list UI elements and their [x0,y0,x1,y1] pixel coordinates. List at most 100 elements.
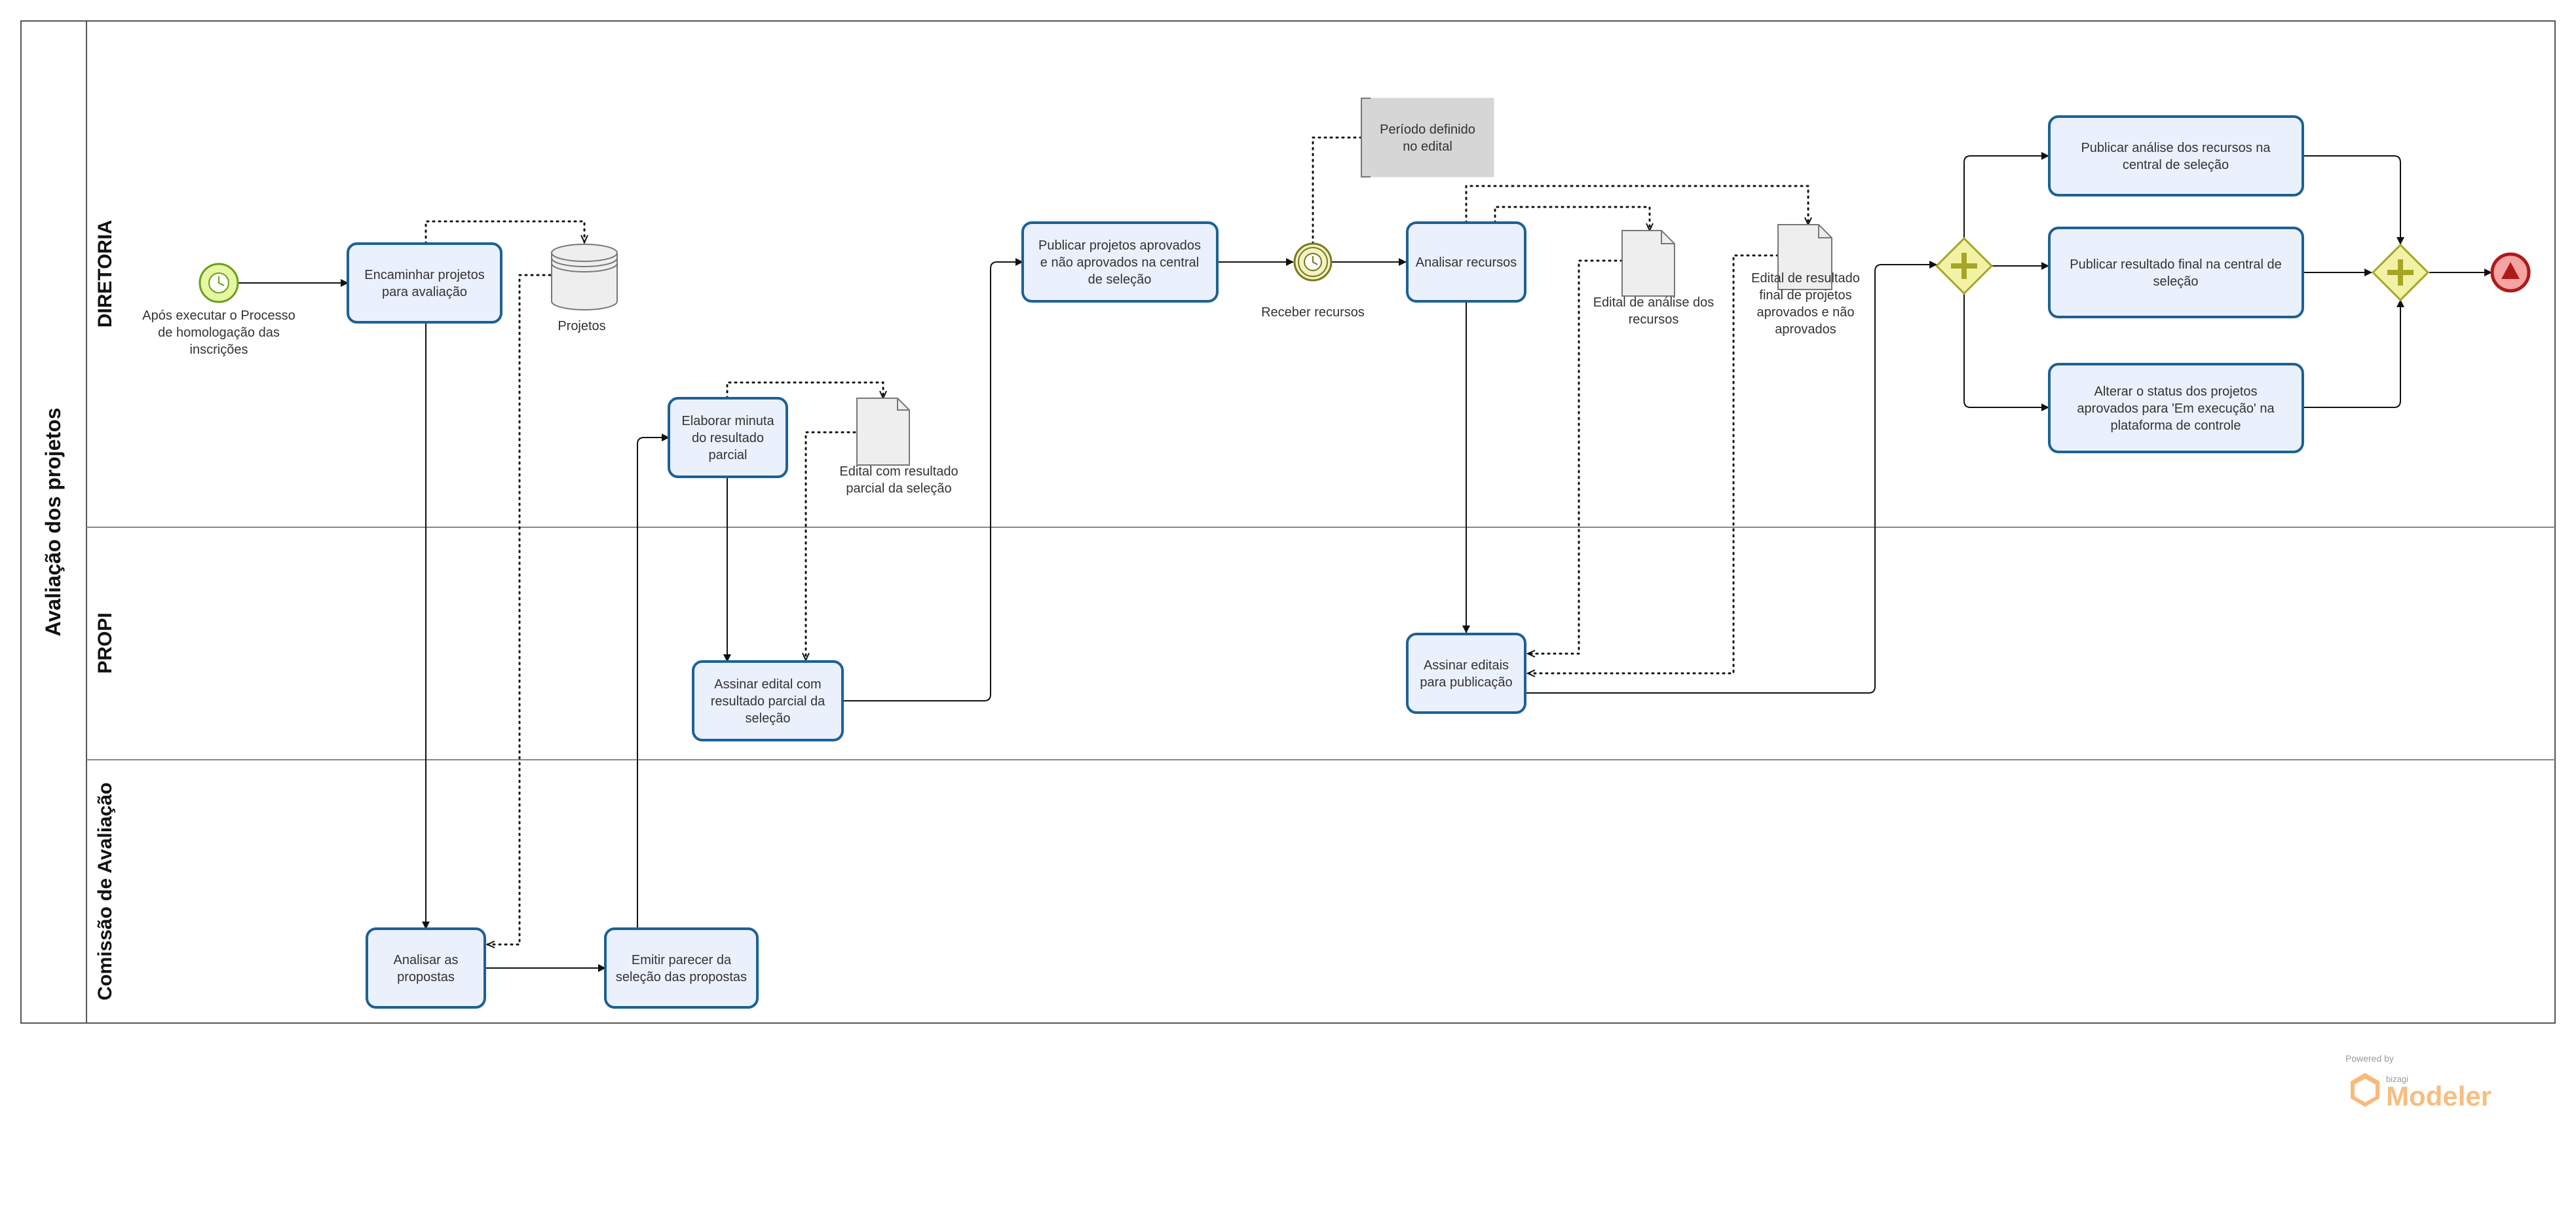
label-line: para publicação [1420,675,1512,690]
label-line: final de projetos [1759,288,1851,303]
label-line: Período definido [1380,122,1475,137]
assoc-elaborar-to-edital-parcial [726,381,883,398]
bizagi-watermark: Powered by bizagi Modeler [2345,1053,2491,1111]
clock-icon [218,276,225,286]
flow-assinar-editais-to-gateway [1525,261,1937,694]
plus-icon [2387,259,2414,286]
watermark-bizagi: bizagi [2386,1074,2408,1084]
end-event[interactable] [2490,252,2531,293]
label-line: aprovados [1775,322,1836,337]
pool-title: Avaliação dos projetos [41,407,65,636]
task-publicar-projetos[interactable]: Publicar projetos aprovados e não aprovad… [1021,221,1219,303]
assoc-edital-final-to-assinar [1528,254,1779,673]
label-line: no edital [1403,140,1452,154]
label-line: Edital de análise dos [1593,295,1714,310]
lane-title-comissao: Comissão de Avaliação [94,783,116,1001]
task-analisar-recursos-label: Analisar recursos [1416,255,1517,270]
watermark-modeler: Modeler [2386,1081,2491,1111]
task-encaminhar-projetos[interactable]: Encaminhar projetos para avaliação [347,242,502,324]
receber-recursos-timer-event[interactable] [1293,242,1333,282]
label-line: de seleção [1088,272,1152,287]
label-line: seleção [746,711,791,726]
label-line: central de seleção [2123,158,2229,172]
flow-emitir-to-elaborar [637,434,670,929]
annotation-periodo[interactable]: Período definido no edital [1361,98,1494,177]
dataobject-edital-final[interactable] [1777,224,1832,290]
flow-alterar-status-to-join [2303,299,2404,408]
start-timer-event[interactable] [199,263,239,303]
dataobject-edital-analise-label: Edital de análise dos recursos [1593,295,1714,327]
task-publicar-analise-label: Publicar análise dos recursos na central … [2081,141,2271,172]
parallel-gateway-split[interactable] [1935,236,1994,295]
label-line: Assinar edital com [714,677,821,692]
receber-recursos-label: Receber recursos [1261,305,1365,320]
label-line: do resultado [692,431,764,445]
label-line: Analisar recursos [1416,255,1517,270]
watermark-powered-by: Powered by [2345,1053,2394,1064]
flow-gateway-to-alterar-status [1963,293,2049,411]
task-assinar-edital[interactable]: Assinar edital com resultado parcial da se… [692,660,844,741]
assoc-periodo-to-receber [1312,136,1363,245]
task-analisar-propostas[interactable]: Analisar as propostas [366,927,486,1009]
label-line: plataforma de controle [2110,419,2241,433]
start-event-label: Após executar o Processo de homologação d… [142,308,295,357]
label-line: de homologação das [158,326,280,340]
label-line: Emitir parecer da [632,953,732,967]
label-line: Publicar projetos aprovados [1038,238,1201,253]
label-line: Receber recursos [1261,305,1365,320]
assoc-edital-parcial-to-assinar [806,431,856,660]
escalation-icon [2501,262,2520,279]
label-line: Após executar o Processo [142,308,295,323]
assoc-projetos-to-analisar [487,274,552,944]
label-line: inscrições [190,343,248,357]
label-line: Analisar as [394,953,459,967]
label-line: e não aprovados na central [1040,255,1199,270]
flow-assinar-edital-to-publicar [843,258,1023,701]
lane-comissao: Comissão de Avaliação [94,783,116,1001]
datastore-projetos[interactable] [551,244,618,310]
parallel-gateway-join[interactable] [2371,243,2430,302]
label-line: resultado parcial da [711,694,825,709]
label-line: recursos [1629,312,1679,327]
task-analisar-propostas-label: Analisar as propostas [394,953,459,984]
label-line: aprovados e não [1756,305,1854,320]
task-emitir-parecer-label: Emitir parecer da seleção das propostas [616,953,747,984]
lane-title-propi: PROPI [94,612,116,673]
bizagi-logo-icon [2351,1073,2379,1107]
task-publicar-analise[interactable]: Publicar análise dos recursos na central … [2048,115,2304,196]
annotation-periodo-label: Período definido no edital [1380,122,1475,154]
label-line: Publicar resultado final na central de [2070,257,2282,272]
label-line: Publicar análise dos recursos na [2081,141,2271,155]
task-analisar-recursos[interactable]: Analisar recursos [1406,221,1526,303]
task-encaminhar-label: Encaminhar projetos para avaliação [364,268,484,299]
lane-propi: PROPI [94,612,116,673]
label-line: Projetos [558,319,605,333]
label-line: seleção das propostas [616,970,747,984]
dataobject-edital-analise[interactable] [1621,230,1675,297]
plus-icon [1951,253,1977,279]
label-line: Encaminhar projetos [364,268,484,282]
dataobject-edital-parcial[interactable] [856,398,910,466]
task-assinar-edital-label: Assinar edital com resultado parcial da se… [711,677,825,726]
label-line: aprovados para 'Em execução' na [2077,401,2275,416]
datastore-projetos-label: Projetos [558,319,605,333]
label-line: parcial da seleção [846,481,951,496]
label-line: parcial [709,448,748,462]
label-line: propostas [397,970,455,984]
assoc-encaminhar-to-projetos [425,220,584,245]
label-line: para avaliação [382,285,467,299]
clock-icon [1312,256,1318,265]
lane-diretoria: DIRETORIA [94,220,116,327]
task-emitir-parecer[interactable]: Emitir parecer da seleção das propostas [604,927,759,1009]
